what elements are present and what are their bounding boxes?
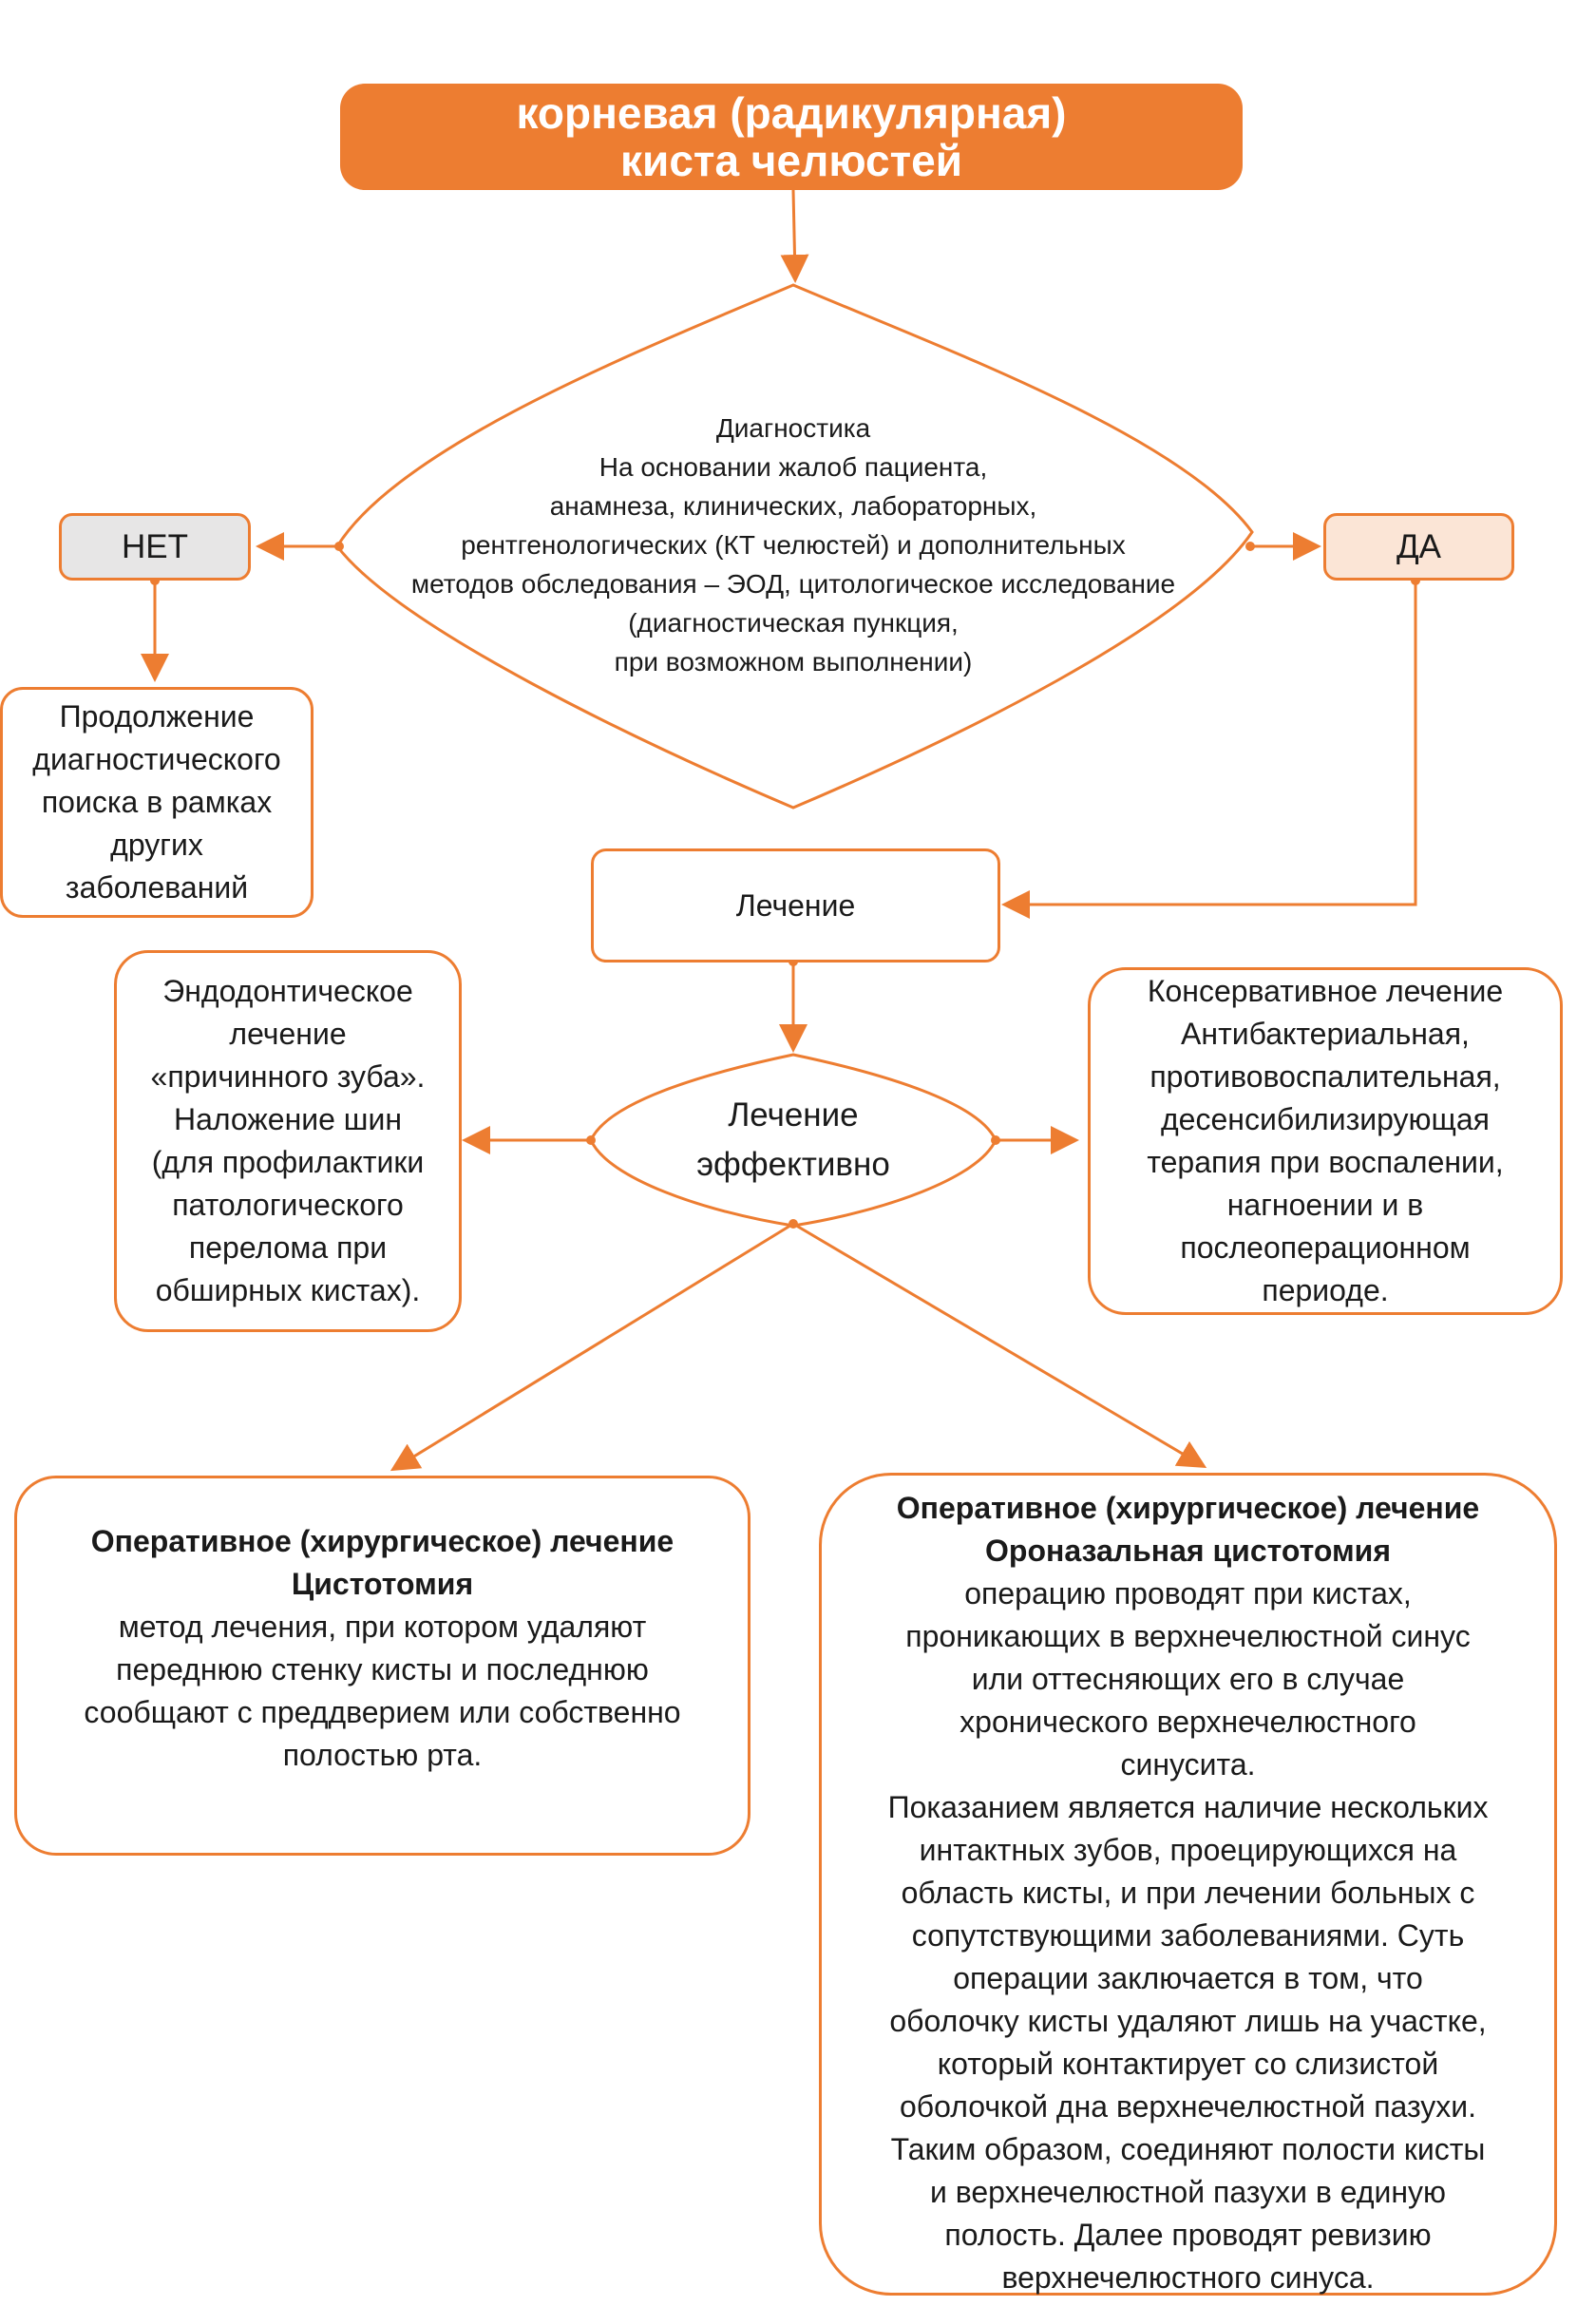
oronasal-line: операцию проводят при кистах, [964, 1576, 1412, 1610]
oronasal-line: или оттесняющих его в случае [971, 1662, 1405, 1696]
oronasal-line: синусита. [1120, 1747, 1256, 1782]
yes-label: ДА [1396, 527, 1442, 565]
conservative-line: противовоспалительная, [1150, 1059, 1501, 1094]
oronasal-box: Оперативное (хирургическое) лечение Орон… [819, 1473, 1557, 2296]
arrow-effective-to-oronasal [792, 1222, 1207, 1469]
conservative-box: Консервативное лечение Антибактериальная… [1088, 967, 1563, 1315]
title-line-1: корневая (радикулярная) [516, 88, 1067, 138]
yes-box: ДА [1323, 513, 1514, 581]
continue-line: поиска в рамках [41, 785, 273, 819]
continue-line: других [110, 828, 203, 862]
oronasal-line: Таким образом, соединяют полости кисты [890, 2132, 1486, 2166]
arrow-yes-to-treatment [1001, 581, 1417, 919]
effective-line: эффективно [696, 1146, 890, 1183]
treatment-label: Лечение [735, 887, 856, 923]
endodontic-box: Эндодонтическое лечение «причинного зуба… [114, 950, 462, 1332]
title-box: корневая (радикулярная) киста челюстей [340, 84, 1243, 190]
continue-line: Продолжение [59, 699, 255, 734]
conservative-line: десенсибилизирующая [1161, 1102, 1490, 1136]
oronasal-line: область кисты, и при лечении больных с [901, 1876, 1475, 1910]
conservative-line: периоде. [1262, 1273, 1389, 1307]
diagnosis-line: рентгенологических (КТ челюстей) и допол… [461, 530, 1126, 560]
cystotomy-box: Оперативное (хирургическое) лечение Цист… [14, 1476, 750, 1856]
cystotomy-line: метод лечения, при котором удаляют [118, 1610, 647, 1644]
no-box: НЕТ [59, 513, 251, 581]
diagnosis-line: Диагностика [715, 413, 871, 443]
endodontic-line: патологического [172, 1188, 404, 1222]
cystotomy-line: сообщают с преддверием или собственно [84, 1695, 681, 1729]
oronasal-line: хронического верхнечелюстного [960, 1705, 1416, 1739]
endodontic-line: Наложение шин [173, 1102, 403, 1136]
continue-search-box: Продолжение диагностического поиска в ра… [0, 687, 314, 918]
endodontic-line: лечение [229, 1017, 347, 1051]
diagnosis-line: (диагностическая пункция, [628, 608, 959, 638]
endodontic-line: перелома при [188, 1230, 388, 1265]
cystotomy-line: полостью рта. [282, 1738, 483, 1772]
title-line-2: киста челюстей [620, 136, 962, 185]
conservative-line: Консервативное лечение [1147, 974, 1504, 1008]
oronasal-line: полость. Далее проводят ревизию [944, 2218, 1432, 2252]
oronasal-line: верхнечелюстного синуса. [1001, 2260, 1375, 2295]
treatment-box: Лечение [591, 848, 1000, 962]
conservative-line: послеоперационном [1180, 1230, 1471, 1265]
cystotomy-line: переднюю стенку кисты и последнюю [116, 1652, 649, 1687]
cystotomy-heading: Оперативное (хирургическое) лечение [90, 1524, 674, 1558]
continue-line: диагностического [32, 742, 281, 776]
diagnosis-line: На основании жалоб пациента, [598, 452, 988, 482]
oronasal-heading: Ороназальная цистотомия [985, 1534, 1391, 1568]
arrow-effective-to-cystotomy [390, 1222, 794, 1472]
oronasal-line: Показанием является наличие нескольких [887, 1790, 1489, 1824]
conservative-line: Антибактериальная, [1181, 1017, 1470, 1051]
oronasal-line: оболочкой дна верхнечелюстной пазухи. [899, 2089, 1477, 2124]
cystotomy-heading: Цистотомия [291, 1567, 474, 1601]
oronasal-heading: Оперативное (хирургическое) лечение [896, 1491, 1480, 1525]
continue-line: заболеваний [65, 870, 249, 905]
diagnosis-line: анамнеза, клинических, лабораторных, [549, 491, 1037, 521]
conservative-line: нагноении и в [1226, 1188, 1424, 1222]
diagnosis-diamond [335, 283, 1254, 810]
arrow-title-to-diagnosis [780, 189, 809, 283]
effective-line: Лечение [728, 1096, 859, 1134]
oronasal-line: который контактирует со слизистой [937, 2047, 1439, 2081]
oronasal-line: интактных зубов, проецирующихся на [919, 1833, 1457, 1867]
oronasal-line: оболочку кисты удаляют лишь на участке, [889, 2004, 1487, 2038]
endodontic-line: обширных кистах). [155, 1273, 421, 1307]
effective-text: Лечение эффективно [646, 1091, 940, 1190]
oronasal-line: сопутствующими заболеваниями. Суть [911, 1918, 1465, 1953]
endodontic-line: «причинного зуба». [150, 1059, 426, 1094]
conservative-line: терапия при воспалении, [1147, 1145, 1504, 1179]
oronasal-line: операции заключается в том, что [953, 1961, 1423, 1995]
endodontic-line: (для профилактики [151, 1145, 425, 1179]
diagnosis-text: Диагностика На основании жалоб пациента,… [361, 409, 1226, 681]
oronasal-line: и верхнечелюстной пазухи в единую [929, 2175, 1447, 2209]
no-label: НЕТ [122, 527, 188, 565]
endodontic-line: Эндодонтическое [162, 974, 413, 1008]
diagnosis-line: при возможном выполнении) [614, 647, 973, 677]
diagnosis-line: методов обследования – ЭОД, цитологическ… [410, 569, 1176, 599]
oronasal-line: проникающих в верхнечелюстной синус [905, 1619, 1471, 1653]
